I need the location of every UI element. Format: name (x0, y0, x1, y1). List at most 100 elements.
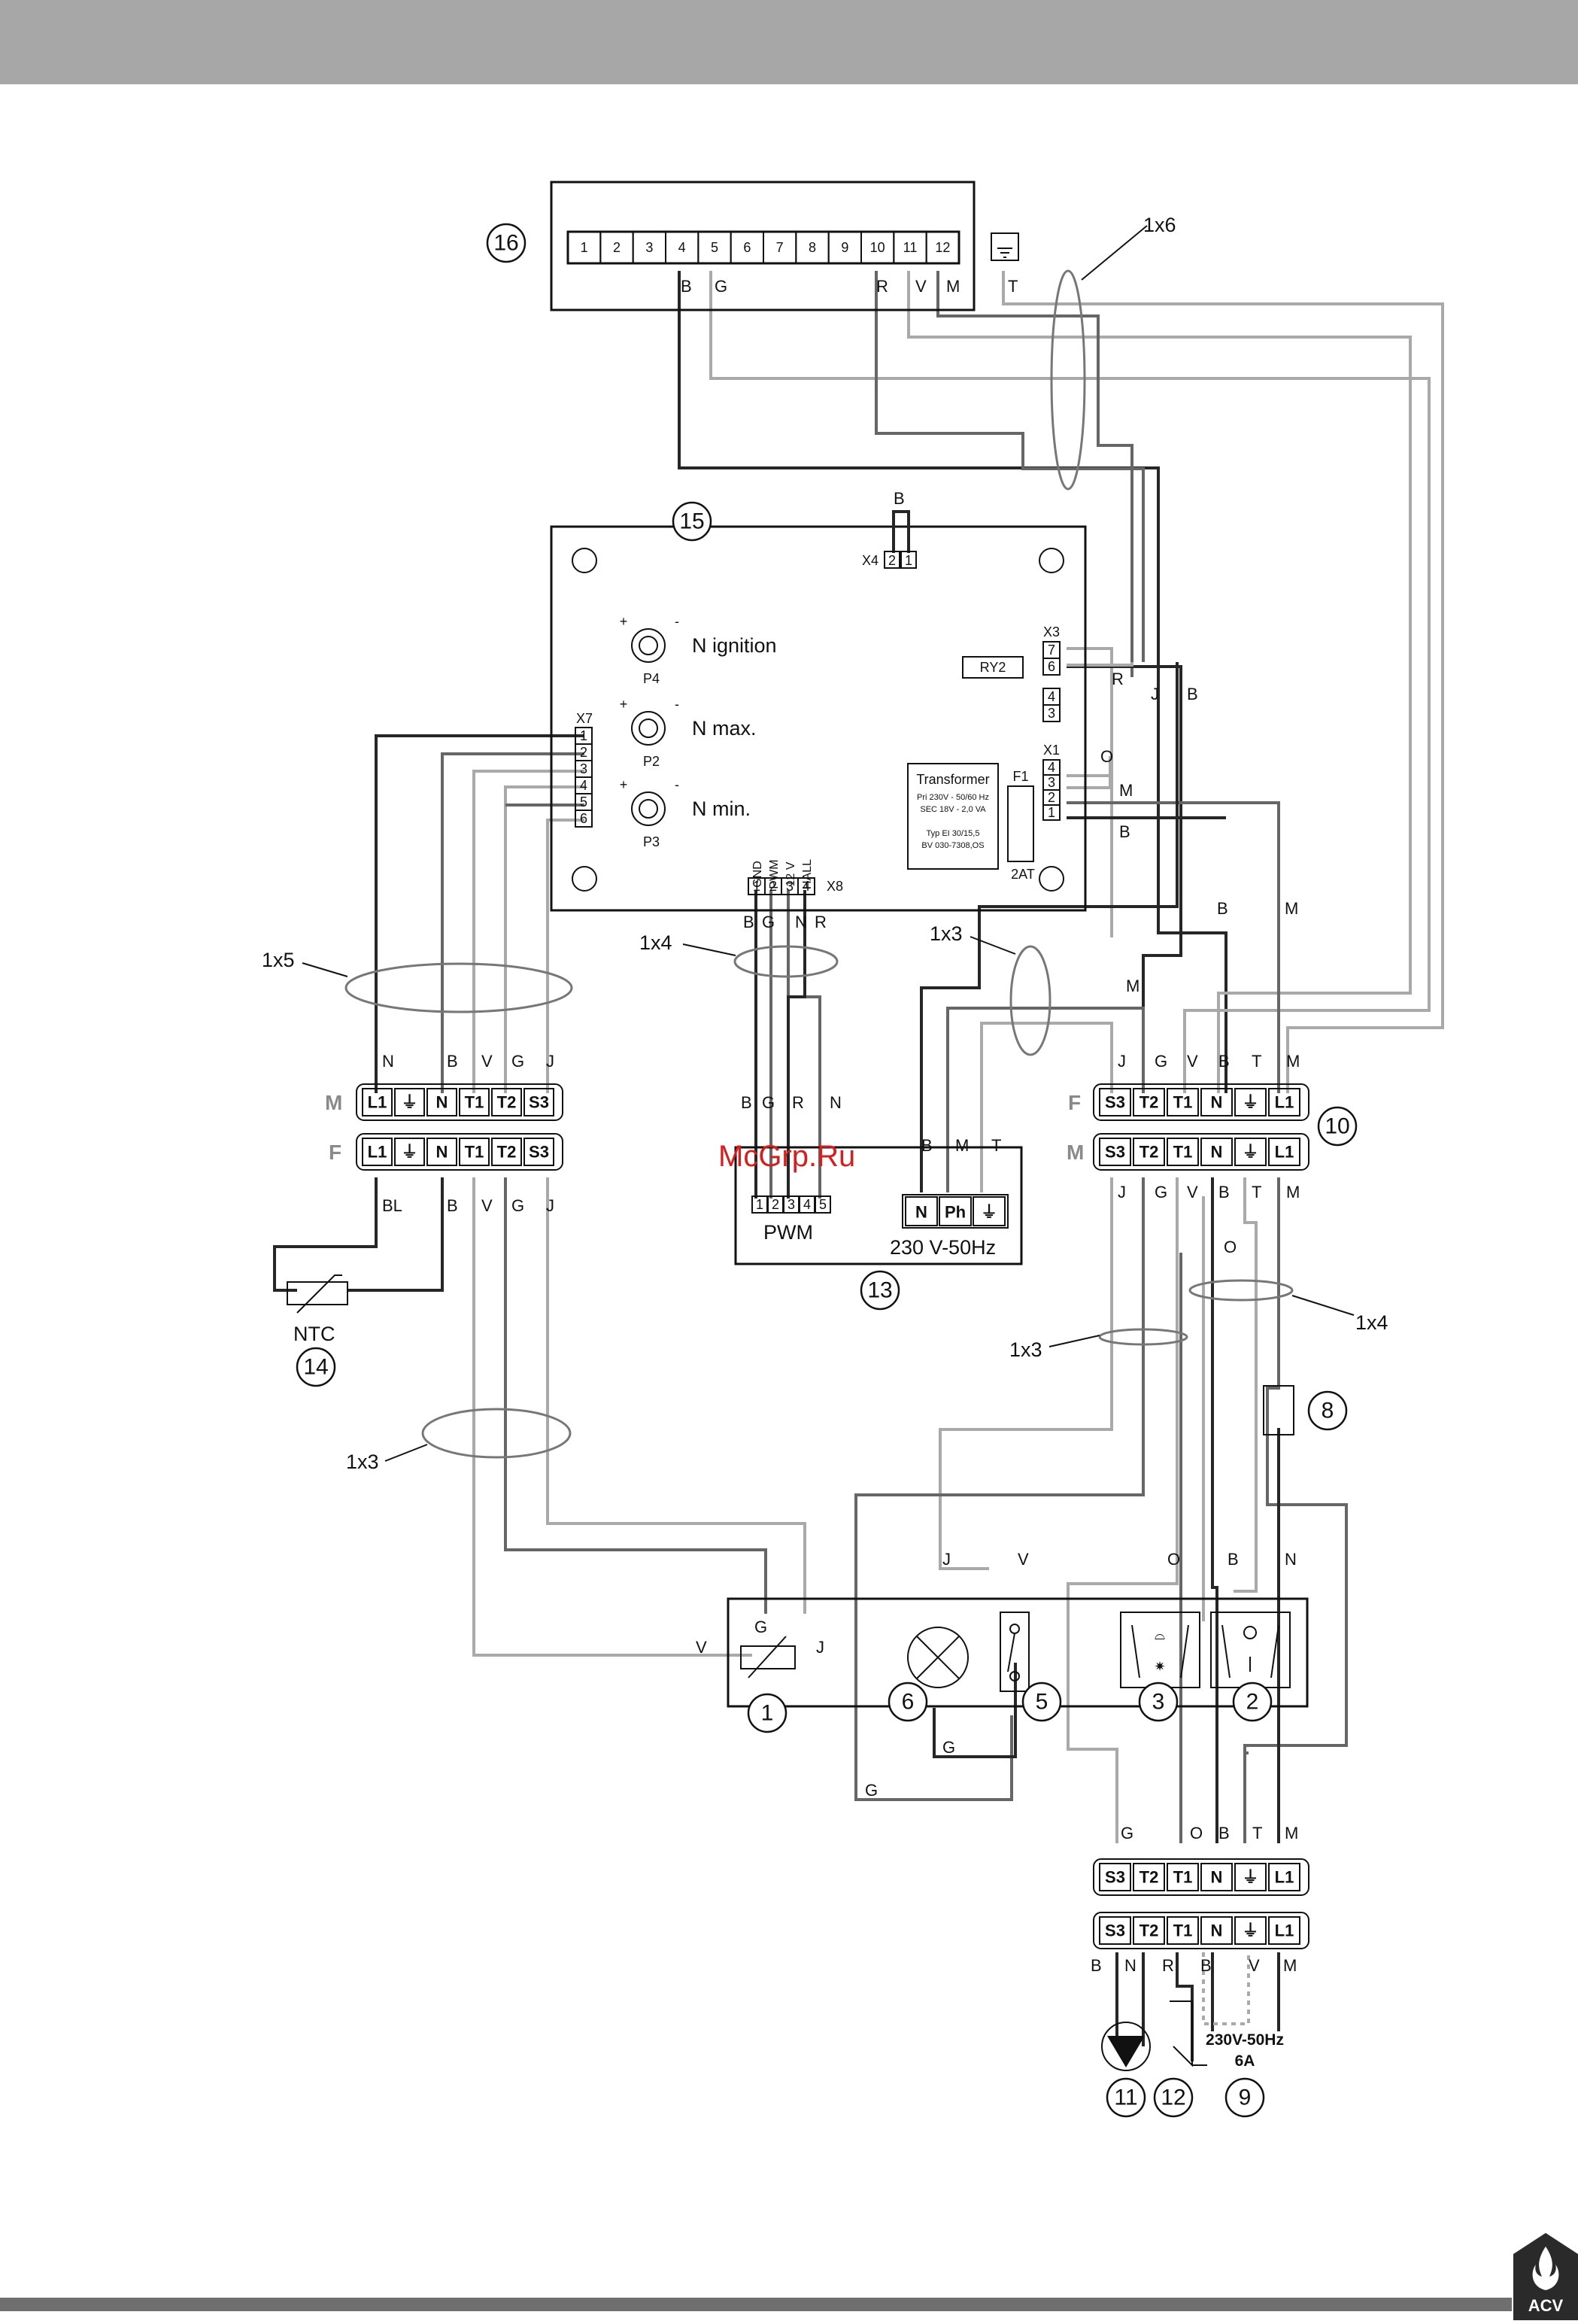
burner-wire-label: N (1285, 1550, 1297, 1569)
power-terminal-label: Ph (945, 1203, 966, 1222)
x3-pin (1042, 658, 1061, 676)
panel16-terminal-label: 6 (743, 240, 751, 255)
wire-label: T (1252, 1824, 1262, 1842)
wire-label: T (991, 1136, 1001, 1155)
panel16-terminal-label: 1 (581, 240, 588, 255)
right-wire-b: B (1217, 899, 1228, 918)
x8-pin (797, 877, 815, 895)
wire-label: G (1155, 1183, 1167, 1201)
terminal (362, 1138, 393, 1166)
pwm-pin-label: 5 (819, 1197, 827, 1212)
terminal (394, 1088, 425, 1116)
terminal (426, 1138, 457, 1166)
callout-13 (860, 1270, 900, 1311)
terminal (1133, 1916, 1165, 1945)
ntc-sensor: NTC (287, 1274, 348, 1345)
terminal-label: T1 (1173, 1921, 1193, 1940)
terminal (1268, 1088, 1300, 1116)
terminal-label: L1 (1275, 1868, 1294, 1887)
fuse-8 (1263, 1385, 1294, 1435)
terminal-block (1093, 1083, 1309, 1121)
terminal-label: S3 (529, 1143, 549, 1162)
wire-label: R (792, 1093, 804, 1112)
callout-10 (1317, 1106, 1358, 1147)
fuse-rating: 2AT (1011, 867, 1035, 882)
transformer-spec: Pri 230V - 50/60 Hz (917, 793, 989, 802)
burner-wire-label: V (696, 1638, 707, 1657)
wire-label: B (1218, 1824, 1230, 1842)
callout-number: 10 (1325, 1114, 1349, 1139)
terminal-label: N (1211, 1093, 1223, 1112)
wire-label: B (1218, 1183, 1230, 1201)
left-male-letter: M (325, 1091, 342, 1114)
terminal (1234, 1088, 1267, 1116)
panel16-wire-label: G (715, 277, 727, 296)
burner-wire-label: J (942, 1550, 951, 1569)
flow-switch-12 (1170, 2000, 1207, 2067)
terminal-label: T2 (1139, 1868, 1159, 1887)
terminal-block (1093, 1912, 1309, 1949)
terminal-block (356, 1133, 563, 1171)
panel16-terminal-label: 8 (809, 240, 816, 255)
panel16-terminal-label: 4 (678, 240, 686, 255)
wire-label: R (1162, 1956, 1174, 1975)
right-male-letter: M (1067, 1141, 1084, 1164)
pot-name: P2 (643, 754, 660, 769)
terminal-label: T1 (1173, 1868, 1193, 1887)
panel16-wire-label: V (915, 277, 927, 296)
relay-label: RY2 (980, 660, 1006, 675)
wire-label: B (1218, 1052, 1230, 1071)
terminal-label: S3 (1105, 1093, 1125, 1112)
x3-wire-r: R (1112, 670, 1124, 688)
cable-1x3-ntc (421, 1408, 572, 1459)
right-wire-m: M (1285, 899, 1298, 918)
wire-label: G (762, 1093, 775, 1112)
wire-label: O (1190, 1824, 1203, 1842)
terminal (1167, 1863, 1199, 1891)
x3-pin-label: 4 (1048, 689, 1055, 704)
burner-wire-label: G (942, 1738, 955, 1757)
callout-number: 8 (1322, 1399, 1334, 1423)
terminal-label: T1 (465, 1093, 484, 1112)
burner-wire-label: J (816, 1638, 824, 1657)
cable-label-1x3-power: 1x3 (930, 922, 963, 945)
x1-wire-o: O (1100, 747, 1113, 766)
svg-text:⌓: ⌓ (1155, 1627, 1165, 1642)
cable-label-1x6: 1x6 (1143, 214, 1176, 236)
terminal (523, 1088, 554, 1116)
x7-label: X7 (576, 711, 593, 726)
x3-wire-j: J (1151, 685, 1159, 703)
callout-5 (1021, 1681, 1062, 1722)
terminal-label: T2 (1139, 1143, 1159, 1162)
terminal (1268, 1138, 1300, 1166)
x8-pin-label: 4 (803, 879, 810, 894)
pot-p4 (631, 628, 666, 663)
burner-wire-label: G (865, 1781, 878, 1800)
svg-text:✷: ✷ (1154, 1659, 1165, 1674)
pot-minus: - (675, 777, 679, 792)
terminal-label: ⏚ (401, 1093, 417, 1112)
pwm-pin-label: 2 (772, 1197, 779, 1212)
x4-pin (884, 551, 900, 569)
callout-6 (888, 1681, 928, 1722)
power-terminal-label: ⏚ (981, 1203, 997, 1222)
terminal (491, 1138, 522, 1166)
terminal-label: S3 (1105, 1143, 1125, 1162)
wire-label: J (1118, 1052, 1126, 1071)
wire-label: B (1091, 1956, 1102, 1975)
terminal (1099, 1138, 1131, 1166)
panel16-terminal-label: 9 (841, 240, 848, 255)
callout-15 (672, 501, 712, 542)
wire-label: G (1121, 1824, 1133, 1842)
cable-1x5 (344, 962, 573, 1013)
flame-icon (1532, 2247, 1559, 2290)
x7-pin-label: 5 (580, 794, 587, 810)
power-terminal-label: N (915, 1203, 927, 1222)
callout-number: 2 (1246, 1690, 1259, 1715)
